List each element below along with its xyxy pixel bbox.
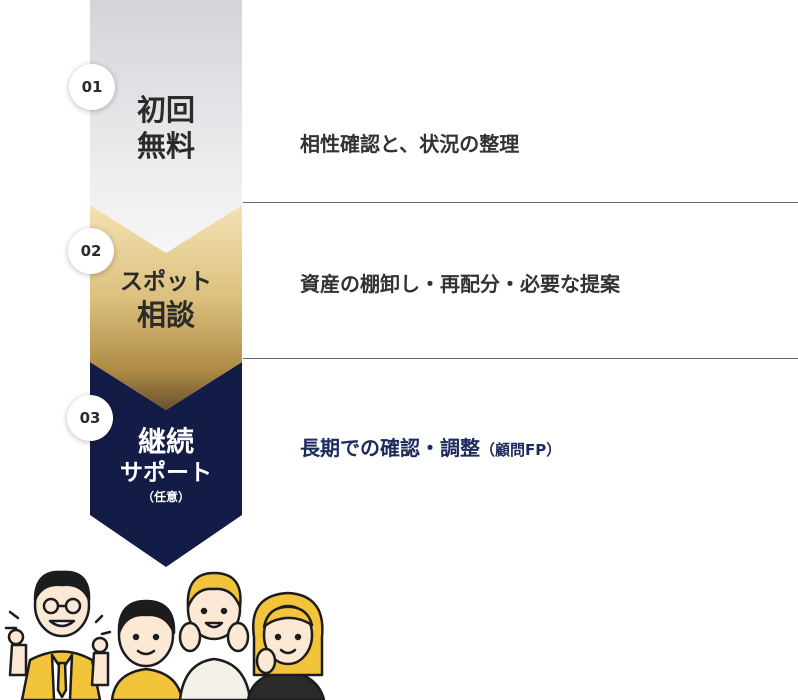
step-number-badge: 01 <box>69 64 115 110</box>
step-title: 継続 サポート （任意） <box>90 424 242 505</box>
step-title-line: サポート <box>120 460 212 486</box>
step-title-line: 継続 <box>137 425 194 458</box>
step-description-main: 長期での確認・調整 <box>300 436 480 460</box>
row-divider <box>243 202 798 203</box>
step-title-line: 初回 <box>136 93 195 127</box>
step-description: 資産の棚卸し・再配分・必要な提案 <box>300 272 620 296</box>
step-2-band <box>90 205 242 410</box>
step-description: 相性確認と、状況の整理 <box>300 132 520 156</box>
person-3-body <box>178 657 252 700</box>
step-number-badge: 02 <box>68 228 114 274</box>
step-description-note: （顧問FP） <box>480 441 562 459</box>
step-title-line: スポット <box>120 269 212 295</box>
step-title: スポット 相談 <box>90 268 242 333</box>
step-title-note: （任意） <box>141 489 190 504</box>
step-3-band <box>90 362 242 567</box>
step-description: 長期での確認・調整（顧問FP） <box>300 432 561 461</box>
step-number-badge: 03 <box>67 395 113 441</box>
step-title: 初回 無料 <box>90 92 242 165</box>
step-title-line: 無料 <box>136 129 195 164</box>
people-illustration <box>4 570 326 700</box>
person-2-body <box>110 667 184 700</box>
row-divider <box>243 358 798 359</box>
step-1-band <box>90 0 242 253</box>
step-title-line: 相談 <box>136 297 195 332</box>
